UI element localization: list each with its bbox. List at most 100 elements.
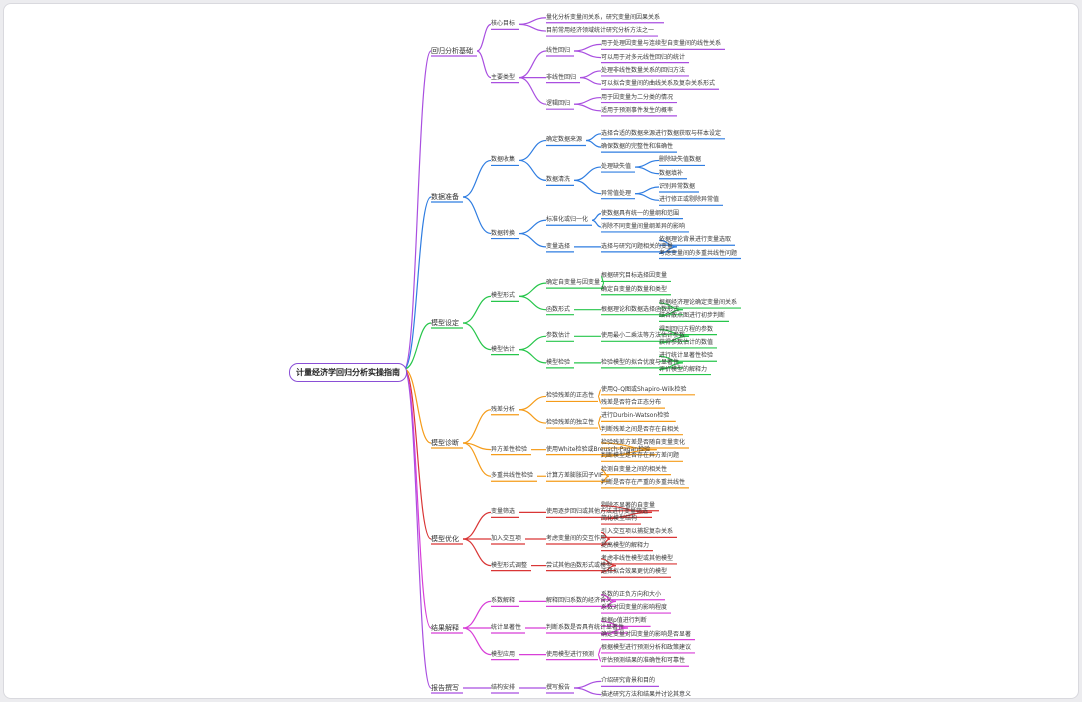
topic-label[interactable]: 变量筛选 (491, 508, 516, 516)
leaf-label[interactable]: 适用于预测事件发生的概率 (601, 106, 674, 114)
branch-label[interactable]: 模型优化 (431, 535, 459, 543)
topic-label[interactable]: 标准化或归一化 (546, 216, 589, 224)
topic-label[interactable]: 模型形式调整 (491, 561, 528, 569)
branch-label[interactable]: 报告撰写 (431, 684, 459, 692)
leaf-label[interactable]: 进行修正或剔除异常值 (659, 196, 720, 204)
leaf-label[interactable]: 可以拟合变量间的曲线关系及复杂关系形式 (601, 80, 716, 88)
leaf-label[interactable]: 依据理论背景进行变量选取 (659, 236, 732, 244)
topic-label[interactable]: 检验残差的正态性 (546, 392, 595, 400)
topic-label[interactable]: 变量选择 (546, 242, 571, 250)
topic-label[interactable]: 统计显著性 (491, 624, 522, 631)
topic-label[interactable]: 加入交互项 (491, 535, 522, 542)
topic-label[interactable]: 数据收集 (491, 156, 516, 164)
leaf-label[interactable]: 进行Durbin-Watson检验 (601, 412, 670, 420)
leaf-label[interactable]: 确保数据的完整性和准确性 (601, 143, 674, 151)
topic-label[interactable]: 异常值处理 (601, 189, 632, 197)
topic-label[interactable]: 模型检验 (546, 358, 571, 366)
topic-label[interactable]: 数据转换 (491, 229, 516, 237)
leaf-label[interactable]: 目前常用经济领域统计研究分析方法之一 (546, 27, 655, 35)
topic-label[interactable]: 系数解释 (491, 597, 516, 605)
leaf-label[interactable]: 消除不同变量间量纲差异的影响 (601, 222, 686, 230)
topic-label[interactable]: 使用逐步回归或其他方法进行变量筛选 (546, 508, 649, 516)
leaf-label[interactable]: 使用Q-Q图或Shapiro-Wilk检验 (601, 385, 687, 393)
leaf-label[interactable]: 可以用于对多元线性回归的统计 (601, 53, 686, 61)
leaf-label[interactable]: 评价模型的解释力 (659, 365, 708, 373)
leaf-label[interactable]: 数据填补 (659, 169, 684, 177)
leaf-label[interactable]: 根据研究目标选择因变量 (601, 272, 668, 280)
leaf-label[interactable]: 用于因变量为二分类的情况 (601, 93, 674, 101)
leaf-label[interactable]: 处理非线性数量关系的回归方法 (601, 66, 686, 74)
topic-label[interactable]: 选择与研究问题相关的变量 (601, 242, 674, 250)
leaf-label[interactable]: 评估预测结果的准确性和可靠性 (601, 657, 686, 665)
branch-label[interactable]: 模型设定 (431, 319, 459, 327)
leaf-label[interactable]: 根据经济理论确定变量间关系 (659, 299, 738, 307)
leaf-label[interactable]: 简化模型结构 (601, 515, 638, 523)
topic-label[interactable]: 考虑变量间的交互作用 (546, 535, 607, 542)
topic-label[interactable]: 解释回归系数的经济含义 (546, 597, 613, 605)
leaf-label[interactable]: 判断残差之间是否存在自相关 (601, 425, 680, 433)
leaf-label[interactable]: 根据模型进行预测分析和政策建议 (601, 643, 692, 651)
leaf-label[interactable]: 残差是否符合正态分布 (601, 399, 662, 407)
topic-label[interactable]: 残差分析 (491, 405, 516, 413)
topic-label[interactable]: 尝试其他函数形式或模型 (546, 561, 613, 569)
topic-label[interactable]: 确定数据来源 (546, 136, 583, 144)
branch-label[interactable]: 数据准备 (431, 193, 459, 201)
leaf-label[interactable]: 引入交互项以捕捉复杂关系 (601, 528, 674, 536)
topic-label[interactable]: 结构安排 (491, 684, 516, 691)
leaf-label[interactable]: 选择合适的数据来源进行数据获取与样本设定 (601, 129, 722, 137)
topic-label[interactable]: 处理缺失值 (601, 163, 632, 171)
topic-label[interactable]: 使用White检验或Breusch-Pagan检验 (546, 445, 651, 453)
leaf-label[interactable]: 检测自变量之间的相关性 (601, 465, 668, 473)
leaf-label[interactable]: 获得参数估计的数值 (659, 338, 714, 346)
topic-label[interactable]: 使用最小二乘法等方法估计参数 (601, 332, 686, 340)
topic-label[interactable]: 多重共线性检验 (491, 472, 534, 480)
topic-label[interactable]: 参数估计 (546, 332, 571, 340)
topic-label[interactable]: 撰写报告 (546, 684, 571, 691)
leaf-label[interactable]: 判断是否存在严重的多重共线性 (601, 478, 686, 486)
root-node[interactable]: 计量经济学回归分析实操指南 (289, 363, 407, 382)
leaf-label[interactable]: 选择拟合效果更优的模型 (601, 568, 668, 576)
leaf-label[interactable]: 结合散点图进行初步判断 (659, 312, 726, 320)
topic-label[interactable]: 核心目标 (491, 20, 516, 28)
topic-label[interactable]: 确定自变量与因变量 (546, 279, 601, 287)
leaf-label[interactable]: 考虑变量间的多重共线性问题 (659, 249, 738, 257)
topic-label[interactable]: 模型应用 (491, 650, 516, 658)
topic-label[interactable]: 模型形式 (491, 292, 516, 300)
branch-label[interactable]: 回归分析基础 (431, 47, 473, 55)
topic-label[interactable]: 检验模型的拟合优度与显著性 (601, 358, 680, 366)
leaf-label[interactable]: 确定变量对因变量的影响是否显著 (601, 630, 692, 638)
topic-label[interactable]: 计算方差膨胀因子VIF (546, 472, 604, 480)
topic-label[interactable]: 使用模型进行预测 (546, 650, 595, 658)
topic-label[interactable]: 异方差性检验 (491, 445, 528, 453)
leaf-label[interactable]: 删除缺失值数据 (659, 156, 702, 164)
topic-label[interactable]: 函数形式 (546, 305, 571, 313)
topic-label[interactable]: 检验残差的独立性 (546, 419, 595, 427)
leaf-label[interactable]: 检验残差方差是否随自变量变化 (601, 439, 686, 446)
topic-label[interactable]: 数据清洗 (546, 176, 571, 184)
topic-label[interactable]: 根据理论和数据选择函数形式 (601, 305, 680, 313)
topic-label[interactable]: 模型估计 (491, 345, 516, 353)
topic-label[interactable]: 非线性回归 (546, 73, 577, 81)
leaf-label[interactable]: 介绍研究背景和目的 (601, 677, 656, 685)
topic-label[interactable]: 线性回归 (546, 47, 571, 54)
leaf-label[interactable]: 系数的正负方向和大小 (601, 590, 662, 598)
leaf-label[interactable]: 描述研究方法和结果并讨论其意义 (601, 690, 692, 698)
leaf-label[interactable]: 剔除不显著的自变量 (601, 501, 656, 509)
branch-label[interactable]: 结果解释 (431, 624, 459, 632)
topic-label[interactable]: 主要类型 (491, 73, 516, 81)
topic-label[interactable]: 判断系数是否具有统计显著性 (546, 624, 625, 631)
leaf-label[interactable]: 量化分析变量间关系，研究变量间因果关系 (546, 13, 661, 21)
leaf-label[interactable]: 判断模型是否存在异方差问题 (601, 452, 680, 460)
leaf-label[interactable]: 进行统计显著性检验 (659, 352, 714, 360)
leaf-label[interactable]: 识别异常数据 (659, 183, 696, 191)
topic-label[interactable]: 逻辑回归 (546, 100, 571, 108)
branch-label[interactable]: 模型诊断 (431, 439, 459, 447)
leaf-label[interactable]: 提高模型的解释力 (601, 541, 650, 549)
leaf-label[interactable]: 得到回归方程的参数 (659, 325, 714, 333)
leaf-label[interactable]: 使数据具有统一的量纲和范围 (601, 209, 680, 217)
leaf-label[interactable]: 考虑非线性模型或其他模型 (601, 554, 674, 562)
leaf-label[interactable]: 确定自变量的数量和类型 (601, 285, 668, 293)
leaf-label[interactable]: 根据p值进行判断 (601, 617, 647, 625)
leaf-label[interactable]: 用于处理因变量与连续型自变量间的线性关系 (601, 40, 722, 48)
leaf-label[interactable]: 系数对因变量的影响程度 (601, 604, 668, 612)
